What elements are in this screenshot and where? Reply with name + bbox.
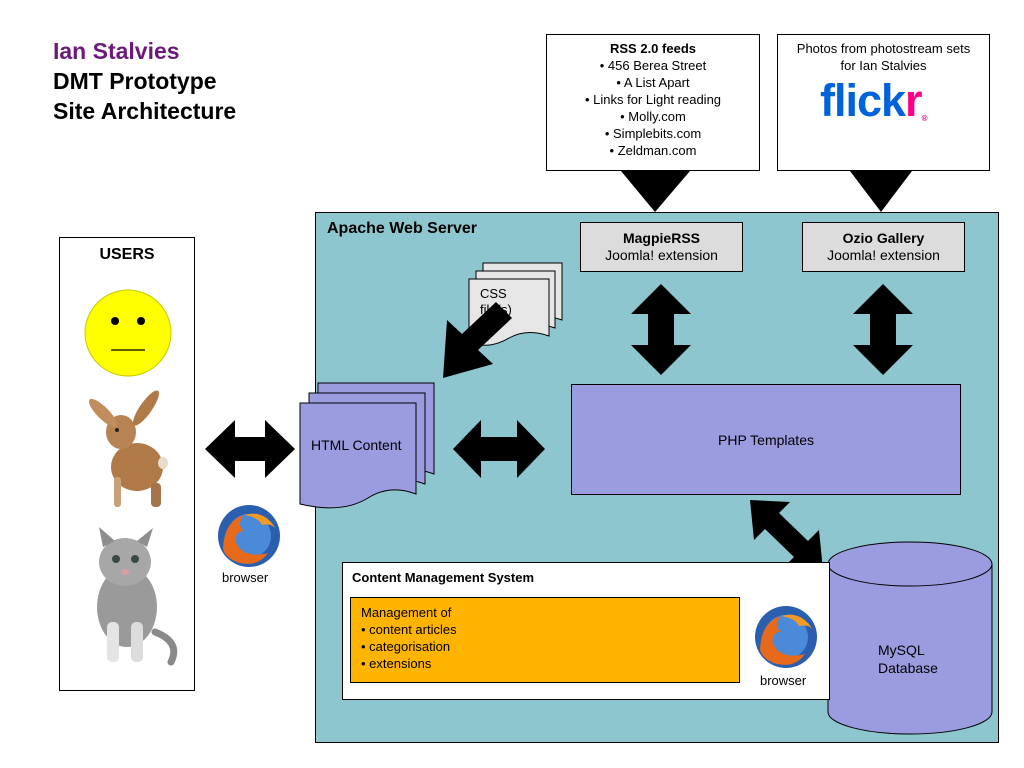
ozio-php-arrow-icon [853, 284, 913, 375]
rss-feed-item: • 456 Berea Street [599, 58, 707, 73]
mysql-label-line2: Database [878, 660, 938, 676]
php-templates-box: PHP Templates [571, 384, 961, 495]
rss-feeds-box: RSS 2.0 feeds • 456 Berea Street • A Lis… [546, 34, 760, 171]
users-label: USERS [99, 246, 155, 263]
php-mysql-arrow-icon [750, 500, 823, 570]
mgmt-line: • content articles [361, 622, 457, 637]
mgmt-line: Management of [361, 605, 452, 620]
mysql-label: MySQL Database [878, 641, 938, 677]
title-author: Ian Stalvies [53, 38, 180, 64]
cms-management-box: Management of • content articles • categ… [350, 597, 740, 683]
flickr-logo-blue: flick [820, 75, 906, 126]
kitten-icon [97, 527, 178, 666]
browser-label-left: browser [222, 570, 269, 585]
users-html-arrow-icon [205, 420, 295, 478]
flickr-caption: Photos from photostream sets for Ian Sta… [796, 41, 971, 73]
css-to-html-arrow-icon [443, 302, 512, 378]
cms-label: Content Management System [352, 570, 535, 585]
ozio-desc: Joomla! extension [827, 247, 940, 263]
css-files-label: CSS file(s) [480, 286, 512, 318]
css-label-line2: file(s) [480, 302, 512, 317]
ozio-gallery-extension: Ozio Gallery Joomla! extension [802, 222, 965, 272]
rss-feed-item: • Molly.com [620, 109, 686, 124]
flickr-logo-pink: r [905, 75, 922, 126]
flickr-down-arrow-icon [850, 171, 912, 212]
html-content-icon [299, 382, 435, 509]
rss-feed-item: • Simplebits.com [604, 126, 702, 141]
rss-feed-item: • A List Apart [616, 75, 690, 90]
rss-heading: RSS 2.0 feeds [610, 41, 696, 56]
flickr-logo-icon: flickr® [820, 78, 927, 123]
ozio-name: Ozio Gallery [842, 230, 925, 246]
magpie-php-arrow-icon [631, 284, 691, 375]
title-project: DMT Prototype [53, 68, 217, 94]
rss-feed-item: • Zeldman.com [609, 143, 697, 158]
apache-label: Apache Web Server [327, 220, 477, 237]
title-subject: Site Architecture [53, 98, 237, 124]
magpierss-extension: MagpieRSS Joomla! extension [580, 222, 743, 272]
magpie-desc: Joomla! extension [605, 247, 718, 263]
diagram-title: Ian Stalvies DMT Prototype Site Architec… [53, 36, 236, 126]
rss-feed-item: • Links for Light reading [584, 92, 722, 107]
css-label-line1: CSS [480, 286, 507, 301]
smiley-face-icon [84, 289, 172, 377]
mgmt-line: • extensions [361, 656, 432, 671]
html-php-arrow-icon [453, 420, 545, 478]
users-illustrations [84, 289, 178, 666]
browser-label-cms: browser [760, 673, 807, 688]
flickr-logo-mark: ® [921, 114, 928, 123]
mgmt-line: • categorisation [361, 639, 451, 654]
magpie-name: MagpieRSS [622, 230, 700, 246]
html-content-label: HTML Content [311, 437, 402, 453]
rabbit-icon [88, 390, 168, 507]
rss-down-arrow-icon [621, 171, 690, 212]
firefox-icon [755, 606, 817, 668]
mysql-database-icon [827, 541, 993, 735]
firefox-icon [218, 505, 280, 567]
mysql-label-line1: MySQL [878, 642, 925, 658]
php-label: PHP Templates [718, 431, 814, 448]
flickr-photos-box: Photos from photostream sets for Ian Sta… [777, 34, 990, 171]
